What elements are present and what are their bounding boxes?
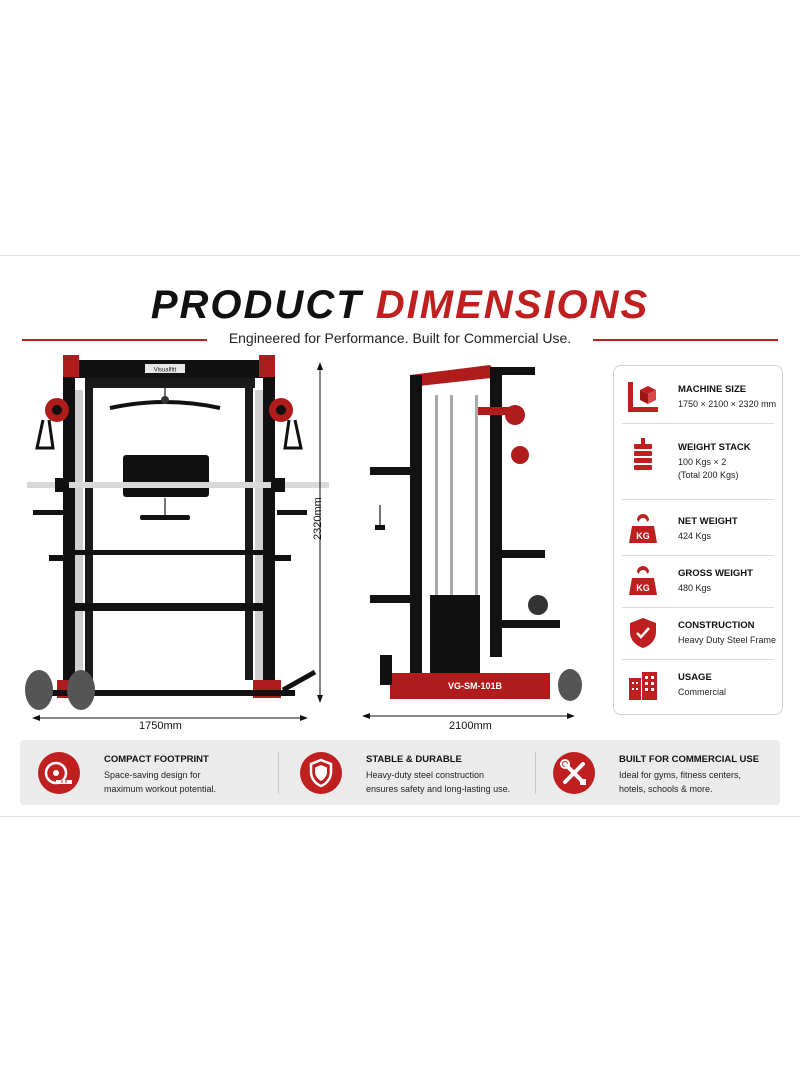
svg-text:KG: KG [636,531,650,541]
divider [622,659,774,660]
spec-panel: MACHINE SIZE 1750 × 2100 × 2320 mm WEIGH… [613,365,783,715]
front-view-machine: Visualfitt [25,355,329,721]
feature-title: COMPACT FOOTPRINT [104,754,209,765]
model-label: VG-SM-101B [448,681,503,691]
spec-title: NET WEIGHT [678,516,738,527]
spec-title: USAGE [678,672,712,683]
buildings-icon [629,672,657,700]
divider [622,555,774,556]
ruler-box-icon [628,382,658,412]
spec-value: Commercial [678,687,727,697]
spec-row-usage: USAGE Commercial [614,658,782,712]
divider [622,499,774,500]
spec-row-machine-size: MACHINE SIZE 1750 × 2100 × 2320 mm [614,370,782,424]
spec-value: 424 Kgs [678,531,712,541]
title-part-2: DIMENSIONS [375,283,650,327]
feature-description: Ideal for gyms, fitness centers, hotels,… [619,768,741,796]
brand-plate: Visualfitt [154,368,177,374]
page-title: PRODUCT DIMENSIONS [0,283,800,328]
feature-desc-line1: Ideal for gyms, fitness centers, [619,770,742,780]
spec-row-gross-weight: KG GROSS WEIGHT 480 Kgs [614,554,782,608]
feature-description: Space-saving design for maximum workout … [104,768,216,796]
feature-desc-line2: maximum workout potential. [104,784,217,794]
spec-title: MACHINE SIZE [678,384,747,395]
shield-check-icon [630,618,656,648]
feature-title: BUILT FOR COMMERCIAL USE [619,754,760,765]
spec-title: WEIGHT STACK [678,442,751,453]
kettlebell-kg-icon: KG [629,514,657,543]
spec-value: 480 Kgs [678,583,712,593]
feature-desc-line1: Space-saving design for [104,770,201,780]
height-dimension-label: 2320mm [312,497,324,540]
subtitle-left-line [22,339,207,341]
divider [278,752,279,794]
weight-stack-icon [634,438,652,470]
features-bar: COMPACT FOOTPRINT Space-saving design fo… [20,740,780,805]
feature-desc-line2: ensures safety and long-lasting use. [366,784,511,794]
spec-row-weight-stack: WEIGHT STACK 100 Kgs × 2 (Total 200 Kgs) [614,428,782,500]
tape-measure-icon [38,752,80,794]
spec-value: 100 Kgs × 2 (Total 200 Kgs) [678,456,739,482]
feature-title: STABLE & DURABLE [366,754,462,765]
feature-description: Heavy-duty steel construction ensures sa… [366,768,510,796]
subtitle: Engineered for Performance. Built for Co… [228,330,572,346]
divider [622,607,774,608]
shield-icon [300,752,342,794]
feature-stable-durable: STABLE & DURABLE Heavy-duty steel constr… [282,740,532,805]
feature-compact-footprint: COMPACT FOOTPRINT Space-saving design fo… [20,740,275,805]
spec-value: Heavy Duty Steel Frame [678,635,777,645]
spec-title: CONSTRUCTION [678,620,755,631]
kettlebell-kg-icon: KG [629,566,657,595]
subtitle-right-line [593,339,778,341]
spec-value-line2: (Total 200 Kgs) [678,470,739,480]
feature-commercial-use: BUILT FOR COMMERCIAL USE Ideal for gyms,… [535,740,780,805]
divider [535,752,536,794]
tools-icon [553,752,595,794]
depth-dimension-label: 2100mm [449,720,492,732]
spec-value: 1750 × 2100 × 2320 mm [678,399,777,409]
title-part-1: PRODUCT [150,283,363,327]
feature-desc-line2: hotels, schools & more. [619,784,713,794]
feature-desc-line1: Heavy-duty steel construction [366,770,485,780]
subtitle-row: Engineered for Performance. Built for Co… [0,330,800,350]
svg-text:KG: KG [636,583,650,593]
divider [622,423,774,424]
spec-row-construction: CONSTRUCTION Heavy Duty Steel Frame [614,606,782,660]
spec-title: GROSS WEIGHT [678,568,753,579]
side-view-machine: VG-SM-101B [362,365,582,719]
spec-row-net-weight: KG NET WEIGHT 424 Kgs [614,502,782,556]
spec-value-line1: 100 Kgs × 2 [678,457,727,467]
width-dimension-label: 1750mm [139,720,182,732]
